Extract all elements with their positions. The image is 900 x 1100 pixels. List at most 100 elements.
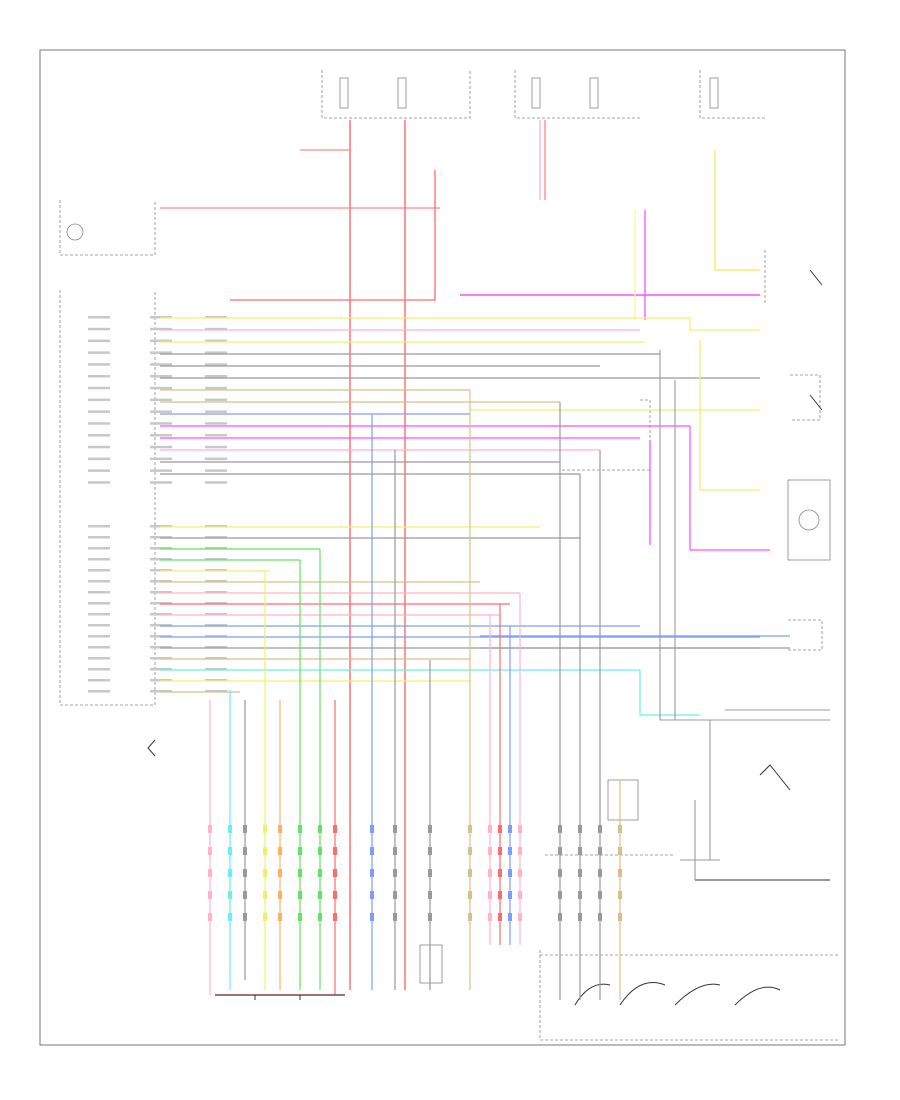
wire-connector	[558, 913, 562, 921]
pin-label	[205, 410, 227, 413]
module-arcs	[574, 982, 781, 1006]
wire-connector	[468, 913, 472, 921]
wire-connector	[598, 891, 602, 899]
pin-label	[150, 602, 172, 605]
pin-label	[150, 481, 172, 484]
wire-connector	[488, 825, 492, 833]
wire-connector	[263, 869, 267, 877]
wire-connector	[228, 891, 232, 899]
wire-connector	[508, 913, 512, 921]
wire-connector	[393, 847, 397, 855]
pin-label	[205, 457, 227, 461]
wire-connector	[278, 891, 282, 899]
pin-label	[150, 668, 172, 671]
wire-connector	[298, 869, 302, 877]
fuse-block-right	[699, 70, 765, 119]
pin-label	[205, 547, 227, 550]
wire	[659, 350, 830, 721]
wire-connector	[318, 913, 322, 921]
pin-label	[150, 457, 172, 461]
fuse-block-center	[514, 70, 640, 119]
wire-connector	[498, 891, 502, 899]
wire	[714, 150, 760, 271]
wire-connector	[318, 847, 322, 855]
pin-label	[205, 558, 227, 561]
wire-connector	[318, 891, 322, 899]
wire-connector	[393, 891, 397, 899]
wire-connector	[243, 847, 247, 855]
pin-label	[88, 351, 110, 354]
wire-connector	[298, 825, 302, 833]
pin-label	[88, 434, 110, 437]
pin-label	[205, 375, 227, 378]
pin-label	[88, 363, 110, 366]
pin-label	[88, 422, 110, 425]
wire-connector	[370, 913, 374, 921]
wire-connector	[370, 825, 374, 833]
wire-connector	[393, 913, 397, 921]
wire-connector	[263, 913, 267, 921]
wire-connector	[518, 869, 522, 877]
wire-connector	[208, 913, 212, 921]
wire-connector	[278, 847, 282, 855]
wire-connector	[428, 869, 432, 877]
pin-label	[205, 316, 227, 319]
pin-label	[205, 422, 227, 425]
wire-connector	[508, 891, 512, 899]
pin-label	[205, 363, 227, 366]
pin-label	[88, 536, 110, 539]
wire-connector	[428, 847, 432, 855]
pin-label	[88, 624, 110, 627]
pin-label	[205, 386, 227, 390]
pin-label	[150, 339, 172, 343]
pin-label	[150, 635, 172, 638]
pin-label	[88, 690, 110, 693]
wire-connector	[578, 891, 582, 899]
pin-label	[150, 580, 172, 583]
wire-connector	[228, 847, 232, 855]
wire-connector	[393, 869, 397, 877]
wire-connector	[228, 869, 232, 877]
pin-label	[150, 386, 172, 390]
wire-connector	[578, 913, 582, 921]
pin-label	[150, 547, 172, 550]
pin-label	[205, 613, 227, 616]
diagram-frame	[39, 49, 846, 1046]
wire-connector	[488, 847, 492, 855]
wire-connector	[618, 891, 622, 899]
wire-connector	[428, 913, 432, 921]
pin-label	[205, 525, 227, 528]
wire-connector	[618, 847, 622, 855]
pin-label	[150, 398, 172, 402]
wire-connector	[228, 825, 232, 833]
pin-label	[88, 445, 110, 449]
wire-connector	[298, 913, 302, 921]
pin-label	[205, 591, 227, 594]
wire	[689, 318, 760, 331]
pin-label	[88, 657, 110, 660]
pin-label	[88, 327, 110, 331]
wire-connector	[208, 825, 212, 833]
pin-label	[205, 657, 227, 660]
wire-connector	[333, 847, 337, 855]
wire-connector	[578, 869, 582, 877]
pin-label	[150, 569, 172, 572]
fuse-block-left	[321, 70, 471, 119]
wire-connector	[508, 847, 512, 855]
pin-label	[88, 613, 110, 616]
pin-label	[88, 646, 110, 649]
wire-connector	[468, 825, 472, 833]
wire-connector	[428, 825, 432, 833]
wire-connector	[243, 913, 247, 921]
wire-connector	[263, 891, 267, 899]
wire-connector	[558, 891, 562, 899]
pin-label	[88, 580, 110, 583]
pin-label	[88, 558, 110, 561]
wire-connector	[578, 847, 582, 855]
wire-connector	[498, 825, 502, 833]
wire-connector	[498, 869, 502, 877]
pin-label	[205, 434, 227, 437]
pin-label	[150, 316, 172, 319]
wire-connector	[208, 847, 212, 855]
